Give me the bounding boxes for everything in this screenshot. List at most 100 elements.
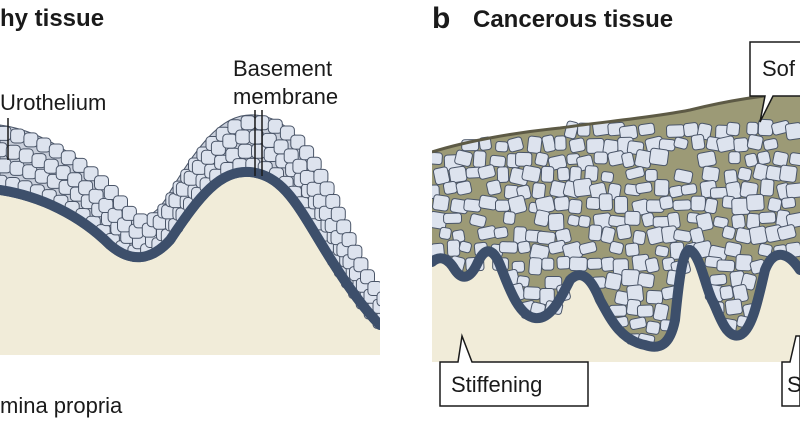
urothelial-cell [23,132,39,148]
cancer-cell [789,152,800,167]
cancer-cell [672,199,692,211]
cancer-cell [432,194,450,212]
urothelial-cell [0,125,12,141]
cancer-cell [521,164,542,183]
cancer-cell [746,193,765,212]
cancer-cell [517,240,531,254]
cancer-cell [536,230,556,246]
cancer-cell [600,226,616,244]
cancer-cell [636,304,654,318]
cancer-cell [547,212,565,232]
cancer-cell [781,196,797,209]
panel-a-title: hy tissue [0,5,104,32]
urothelial-cell [290,134,306,150]
cancer-cell [696,150,717,168]
urothelial-cell [94,175,109,191]
cancer-cell [721,225,736,240]
cancer-cell [637,272,655,289]
cancer-cell [724,241,742,258]
cancer-cell [496,166,510,183]
cancer-cell [719,285,734,301]
cancer-cell [635,181,653,195]
cancer-cell [645,289,664,305]
cancer-cell [709,273,728,286]
cancer-cell [578,215,591,228]
cancer-cell [735,253,753,272]
cancer-cell [746,134,764,151]
cancer-cell [744,152,759,168]
urothelial-cell [240,115,256,131]
cancer-cell [534,151,549,167]
cancer-cell [716,259,736,273]
cancer-cell [762,138,779,151]
cancer-cell [604,271,623,291]
cancer-cell [624,242,640,257]
lamina-propria-region [0,171,380,355]
urothelial-cell [60,150,76,166]
urothelial-cell [360,269,375,285]
lamina-propria-label: mina propria [0,393,123,418]
cancer-cell [616,223,632,241]
urothelial-cell [36,137,52,153]
cancer-cell [645,320,661,335]
cancer-cell [637,122,656,137]
cancer-cell [578,241,598,256]
cancer-cell [585,196,601,211]
cancer-cell [556,255,571,270]
cancer-cell [624,210,641,226]
cancer-cell [731,213,746,230]
urothelial-cell [113,195,128,211]
panel-b-letter: b [432,2,450,35]
cancer-cell [784,122,800,141]
cancer-cell [695,212,714,232]
cancer-cell [654,178,670,197]
cancer-cell [432,151,443,165]
cancer-cell [621,151,635,169]
urothelial-cell [319,181,335,197]
urothelial-cell [103,185,119,200]
cancer-cell [586,257,603,270]
cancer-cell [588,224,603,242]
cancer-cell [600,171,615,183]
cancer-cell [621,269,640,287]
cancer-cell [652,302,670,322]
cancer-cell [553,196,571,212]
cancer-cell [673,229,693,243]
urothelial-cell [347,244,363,260]
cancer-cell [767,197,783,213]
cancer-cell [625,166,645,181]
tumor-top-outline [432,90,800,154]
urothelial-cell [222,133,238,149]
cancer-cell [757,243,773,258]
cancer-cell [494,199,511,212]
cancer-cell [541,257,555,271]
cancer-cell [701,165,720,183]
urothelial-cell [313,168,329,184]
cancer-cell [469,213,487,228]
cancer-cell [644,257,660,274]
cancer-cell [448,165,468,184]
cancer-cell [648,147,670,167]
cancer-cell [716,135,736,153]
cancer-cell [472,150,487,168]
basement-membrane-b [432,245,800,352]
cancer-cell [568,256,588,272]
urothelial-cell [330,206,346,222]
basement-membrane-outline [0,166,380,330]
right-partial-callout: S [781,335,800,407]
cancer-cell [515,151,533,167]
cancer-cell [446,239,461,257]
urothelial-cell [83,166,99,182]
cancer-cell [458,240,472,254]
urothelial-cell [67,172,83,188]
cancer-cell [502,210,516,225]
panel-b [432,90,800,362]
basement-label-line2: membrane [233,84,338,109]
urothelial-cell [376,291,380,307]
cancer-cell [507,195,528,215]
cancer-cell [486,179,502,196]
cancer-cell [756,150,771,166]
cancer-cell [489,154,507,168]
urothelial-cell [325,194,341,209]
